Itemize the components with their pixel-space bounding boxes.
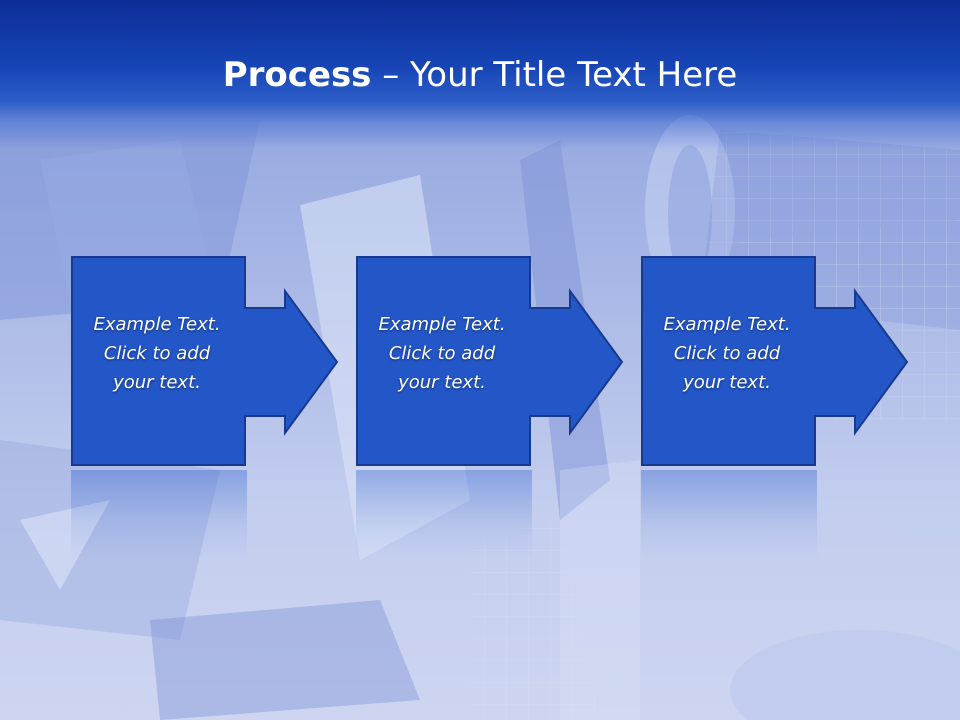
step-1-line-3: your text. (113, 372, 201, 393)
title-bold: Process (222, 55, 372, 95)
step-3-arrow-box (641, 256, 909, 466)
process-step-3[interactable]: Example Text. Click to add your text. (641, 256, 909, 468)
step-3-line-2: Click to add (673, 343, 781, 364)
title-text: – Your Title Text Here (371, 55, 738, 95)
step-1-reflection (71, 470, 247, 560)
step-2-text: Example Text. Click to add your text. (356, 310, 528, 397)
step-3-reflection (641, 470, 817, 560)
step-1-arrow-box (71, 256, 339, 466)
step-3-line-3: your text. (683, 372, 771, 393)
slide-title[interactable]: Process – Your Title Text Here (0, 52, 960, 98)
step-2-reflection (356, 470, 532, 560)
step-2-line-1: Example Text. (378, 314, 506, 335)
step-2-arrow-box (356, 256, 624, 466)
step-2-line-3: your text. (398, 372, 486, 393)
process-step-2[interactable]: Example Text. Click to add your text. (356, 256, 624, 468)
step-3-text: Example Text. Click to add your text. (641, 310, 813, 397)
title-bar (0, 0, 960, 150)
step-1-line-1: Example Text. (93, 314, 221, 335)
step-3-line-1: Example Text. (663, 314, 791, 335)
step-2-line-2: Click to add (388, 343, 496, 364)
step-1-line-2: Click to add (103, 343, 211, 364)
process-step-1[interactable]: Example Text. Click to add your text. (71, 256, 339, 468)
step-1-text: Example Text. Click to add your text. (71, 310, 243, 397)
